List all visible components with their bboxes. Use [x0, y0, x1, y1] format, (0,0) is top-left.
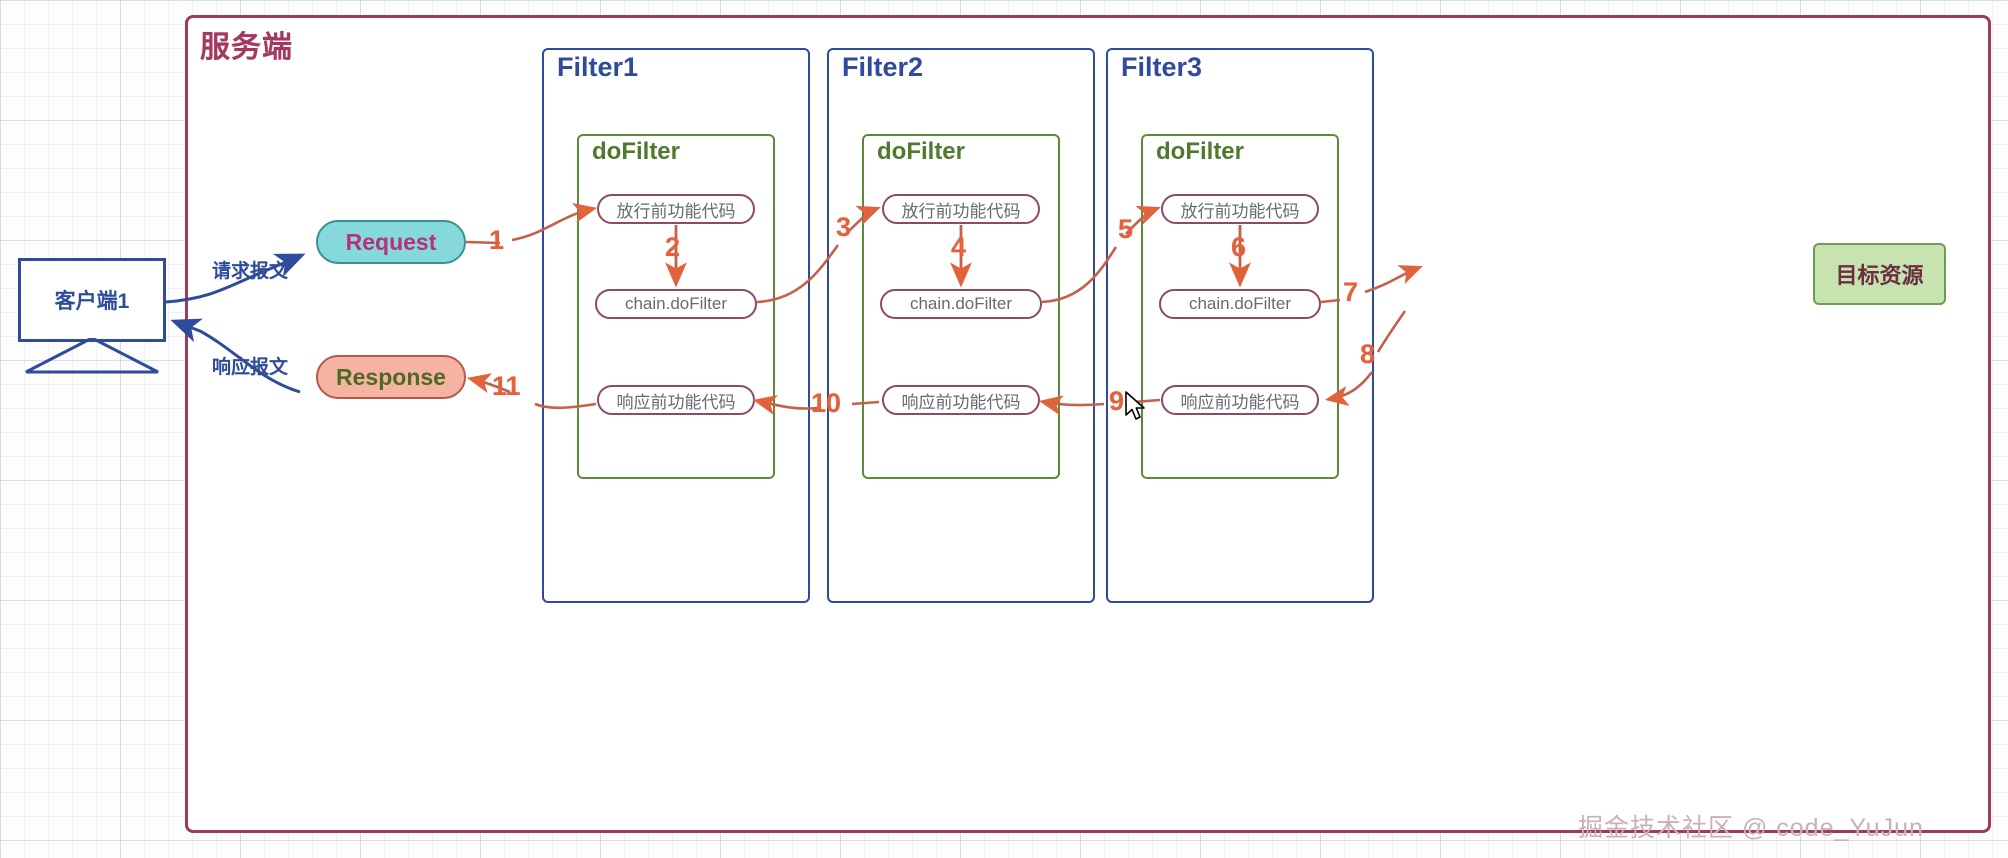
- dofilter-box-3: [1141, 134, 1339, 479]
- dofilter-box-1: [577, 134, 775, 479]
- filter-3-before-response-pill[interactable]: 响应前功能代码: [1161, 385, 1319, 415]
- step-number-11: 11: [492, 371, 521, 401]
- dofilter-title-2: doFilter: [877, 138, 965, 165]
- step-number-9: 9: [1109, 386, 1125, 416]
- server-title: 服务端: [200, 31, 293, 64]
- filter-2-before-pass-pill[interactable]: 放行前功能代码: [882, 194, 1040, 224]
- filter-2-before-response-pill[interactable]: 响应前功能代码: [882, 385, 1040, 415]
- filter-title-1: Filter1: [557, 52, 639, 82]
- client-monitor-stand: [25, 338, 159, 374]
- dofilter-box-2: [862, 134, 1060, 479]
- filter-title-3: Filter3: [1121, 52, 1203, 82]
- mouse-cursor: [1125, 391, 1145, 420]
- filter-1-before-response-pill[interactable]: 响应前功能代码: [597, 385, 755, 415]
- server-container: [185, 15, 1991, 833]
- server-canvas-fill: [185, 15, 1991, 833]
- step-number-8: 8: [1360, 339, 1376, 369]
- target-resource-node[interactable]: 目标资源: [1813, 243, 1946, 305]
- response-node[interactable]: Response: [316, 355, 466, 399]
- step-number-3: 3: [836, 212, 852, 242]
- filter-box-2: [827, 48, 1095, 603]
- step-number-4: 4: [951, 232, 967, 262]
- request-node[interactable]: Request: [316, 220, 466, 264]
- request-message-label: 请求报文: [212, 261, 289, 282]
- dofilter-title-1: doFilter: [592, 138, 680, 165]
- filter-1-before-pass-pill[interactable]: 放行前功能代码: [597, 194, 755, 224]
- step-number-2: 2: [665, 232, 681, 262]
- step-number-10: 10: [811, 388, 842, 418]
- filter-box-1: [542, 48, 810, 603]
- filter-title-2: Filter2: [842, 52, 924, 82]
- step-number-7: 7: [1343, 277, 1359, 307]
- step-number-5: 5: [1118, 214, 1134, 244]
- step-number-6: 6: [1231, 232, 1247, 262]
- filter-3-chain-dofilter-pill[interactable]: chain.doFilter: [1159, 289, 1321, 319]
- client-monitor-screen: [18, 258, 166, 342]
- response-message-label: 响应报文: [212, 357, 289, 378]
- dofilter-title-3: doFilter: [1156, 138, 1244, 165]
- filter-1-chain-dofilter-pill[interactable]: chain.doFilter: [595, 289, 757, 319]
- filter-3-before-pass-pill[interactable]: 放行前功能代码: [1161, 194, 1319, 224]
- filter-2-chain-dofilter-pill[interactable]: chain.doFilter: [880, 289, 1042, 319]
- step-number-1: 1: [489, 225, 505, 255]
- watermark-text: 掘金技术社区 @ code_YuJun: [1578, 814, 1924, 842]
- client-label: 客户端1: [54, 290, 130, 313]
